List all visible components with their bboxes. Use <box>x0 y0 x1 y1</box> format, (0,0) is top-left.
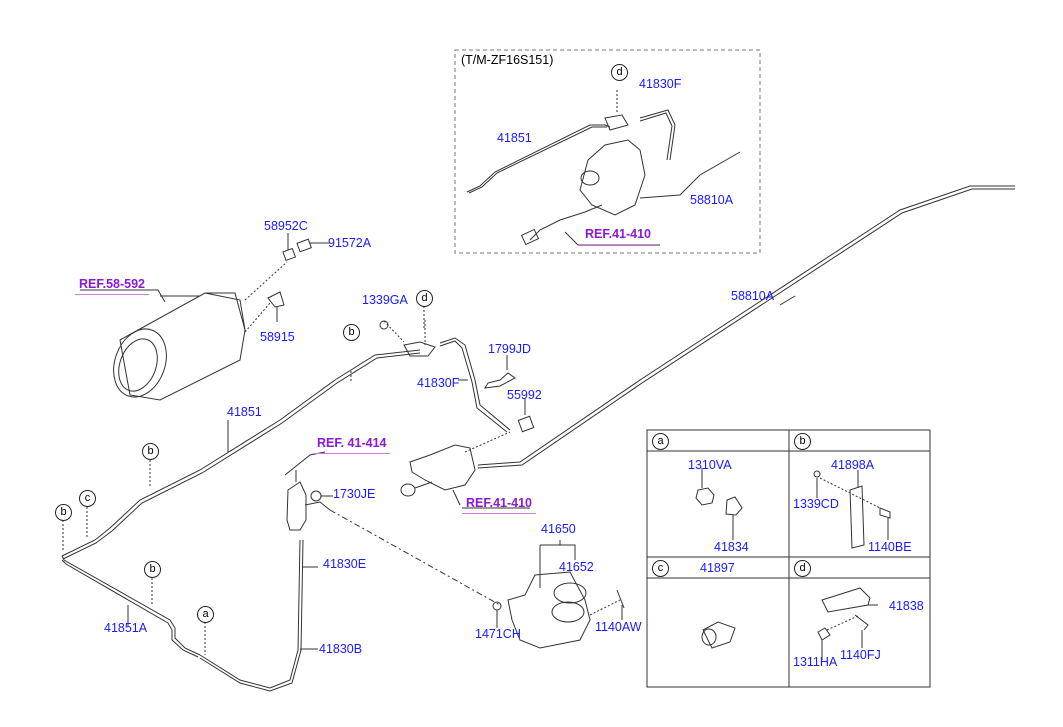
detail-a-label-1310VA[interactable]: 1310VA <box>688 458 732 472</box>
callout-b[interactable]: b <box>144 561 161 578</box>
inset-hose-41830F <box>639 109 676 161</box>
detail-d-label-1311HA[interactable]: 1311HA <box>793 655 838 669</box>
inset-ref-41-410[interactable]: REF.41-410 <box>580 227 656 245</box>
detail-d-label-41838[interactable]: 41838 <box>889 599 924 613</box>
ref-41-410[interactable]: REF.41-410 <box>461 496 537 514</box>
inset-frame <box>454 49 761 254</box>
label-41652[interactable]: 41652 <box>559 560 594 574</box>
label-1471CH[interactable]: 1471CH <box>475 627 521 641</box>
detail-d-label-1140FJ[interactable]: 1140FJ <box>840 648 881 662</box>
label-91572A[interactable]: 91572A <box>328 236 372 250</box>
slave-cylinder <box>409 444 476 491</box>
label-1799JD[interactable]: 1799JD <box>488 342 532 356</box>
inset-label-41851[interactable]: 41851 <box>497 131 532 145</box>
pipe-58810A <box>477 185 1015 466</box>
detail-b-label-41898A[interactable]: 41898A <box>831 458 875 472</box>
inset-bracket-d <box>604 114 629 131</box>
label-41830B[interactable]: 41830B <box>319 642 363 656</box>
detail-c-label-41897[interactable]: 41897 <box>700 561 735 575</box>
label-55992[interactable]: 55992 <box>507 388 542 402</box>
detail-a-label-41834[interactable]: 41834 <box>714 540 749 554</box>
label-41830E[interactable]: 41830E <box>323 557 367 571</box>
callout-b[interactable]: b <box>142 443 159 460</box>
clutch-master-cylinder <box>286 481 307 531</box>
label-1339GA[interactable]: 1339GA <box>362 293 408 307</box>
inset-title: (T/M-ZF16S151) <box>461 53 554 67</box>
inset-label-58810A[interactable]: 58810A <box>690 193 734 207</box>
fluid-reservoir <box>507 571 591 649</box>
detail-a-key: a <box>652 433 669 450</box>
callout-d[interactable]: d <box>416 290 433 307</box>
inset-master-cylinder <box>579 139 646 216</box>
hose-41830F <box>439 337 511 431</box>
label-41650[interactable]: 41650 <box>541 522 576 536</box>
callout-a[interactable]: a <box>197 606 214 623</box>
receiver-tank <box>119 292 246 401</box>
detail-b-label-1339CD[interactable]: 1339CD <box>793 497 839 511</box>
label-58915[interactable]: 58915 <box>260 330 295 344</box>
label-41851A[interactable]: 41851A <box>104 621 148 635</box>
detail-c-key: c <box>652 560 669 577</box>
detail-d-key: d <box>794 560 811 577</box>
ref-41-414[interactable]: REF. 41-414 <box>312 436 392 454</box>
label-1730JE[interactable]: 1730JE <box>333 487 376 501</box>
pipe-41851 <box>61 349 421 557</box>
detail-b-label-1140BE[interactable]: 1140BE <box>868 540 912 554</box>
callout-b[interactable]: b <box>55 504 72 521</box>
callout-c[interactable]: c <box>79 490 96 507</box>
label-41830F[interactable]: 41830F <box>417 376 460 390</box>
label-41851[interactable]: 41851 <box>227 405 262 419</box>
label-58810A[interactable]: 58810A <box>731 289 775 303</box>
pipe-41851A <box>61 555 201 656</box>
inset-pipe-41851 <box>466 124 611 193</box>
inset-pipe-58810A <box>639 151 741 199</box>
label-58952C[interactable]: 58952C <box>264 219 308 233</box>
inset-label-41830F[interactable]: 41830F <box>639 77 682 91</box>
callout-b[interactable]: b <box>343 324 360 341</box>
detail-b-key: b <box>794 433 811 450</box>
label-1140AW[interactable]: 1140AW <box>595 620 642 634</box>
hose-41830B <box>199 539 301 689</box>
ref-58-592[interactable]: REF.58-592 <box>74 277 150 295</box>
inset-callout-d[interactable]: d <box>611 64 628 81</box>
